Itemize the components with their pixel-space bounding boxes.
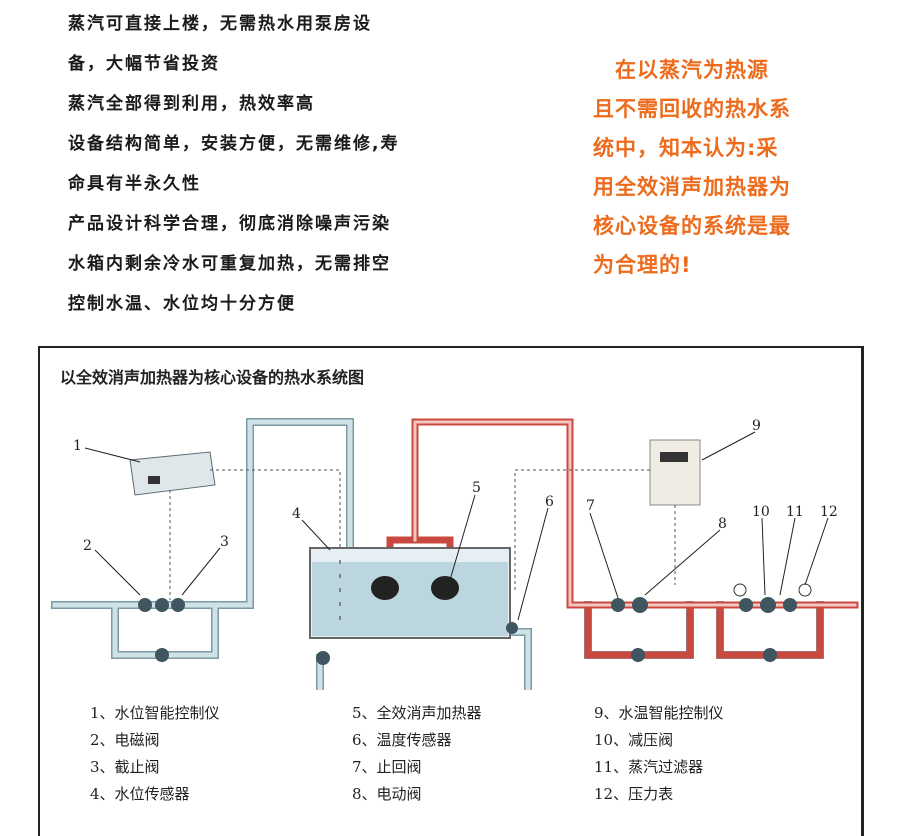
legend-item: 10、减压阀 [594, 731, 674, 749]
legend-item: 7、止回阀 [352, 758, 422, 776]
water-level-controller [129, 451, 216, 496]
legend-item: 6、温度传感器 [352, 731, 452, 749]
callout-8: 8 [718, 516, 727, 532]
diagram-frame [38, 346, 864, 836]
legend-item: 11、蒸汽过滤器 [594, 758, 704, 776]
legend-item: 3、截止阀 [90, 758, 160, 776]
highlight-line: 核心设备的系统是最 [593, 214, 791, 238]
leader-lines [84, 431, 829, 621]
tank-water [312, 562, 508, 636]
highlight-line: 在以蒸汽为热源 [593, 58, 769, 82]
callout-6: 6 [545, 494, 554, 510]
legend-item: 4、水位传感器 [90, 785, 190, 803]
callout-2: 2 [83, 538, 92, 554]
legend-item: 12、压力表 [594, 785, 674, 803]
legend-item: 9、水温智能控制仪 [594, 704, 724, 722]
legend-item: 5、全效消声加热器 [352, 704, 482, 722]
heater [431, 576, 459, 600]
water-temp-controller [649, 439, 701, 506]
legend-item: 8、电动阀 [352, 785, 422, 803]
heater [371, 576, 399, 600]
callout-5: 5 [472, 480, 481, 496]
callout-9: 9 [752, 418, 761, 434]
feature-line: 蒸汽可直接上楼，无需热水用泵房设 [68, 14, 372, 34]
valves [138, 597, 797, 665]
callout-10: 10 [752, 504, 770, 520]
highlight-line: 用全效消声加热器为 [593, 175, 791, 199]
callout-3: 3 [220, 534, 229, 550]
highlight-line: 为合理的! [593, 253, 692, 277]
signal-lines [169, 469, 676, 600]
legend-item: 2、电磁阀 [90, 731, 160, 749]
callout-11: 11 [786, 504, 804, 520]
feature-line: 控制水温、水位均十分方便 [68, 294, 296, 314]
callout-1: 1 [73, 438, 82, 454]
callout-7: 7 [586, 498, 595, 514]
feature-line: 备，大幅节省投资 [68, 54, 220, 74]
hot-water-system-diagram: 1 2 3 4 5 6 7 8 9 10 11 12 [51, 418, 859, 690]
highlight-line: 统中，知本认为:采 [593, 136, 779, 160]
legend-item: 1、水位智能控制仪 [90, 704, 220, 722]
callout-12: 12 [820, 504, 838, 520]
feature-line: 水箱内剩余冷水可重复加热，无需排空 [68, 254, 391, 274]
pressure-gauges [733, 583, 812, 597]
callout-4: 4 [292, 506, 301, 522]
diagram-title: 以全效消声加热器为核心设备的热水系统图 [60, 368, 365, 387]
feature-line: 产品设计科学合理，彻底消除噪声污染 [68, 214, 391, 234]
highlight-line: 且不需回收的热水系 [593, 97, 791, 121]
feature-line: 设备结构简单，安装方便，无需维修,寿 [68, 134, 400, 154]
feature-line: 命具有半永久性 [68, 174, 201, 194]
feature-line: 蒸汽全部得到利用，热效率高 [68, 94, 315, 114]
